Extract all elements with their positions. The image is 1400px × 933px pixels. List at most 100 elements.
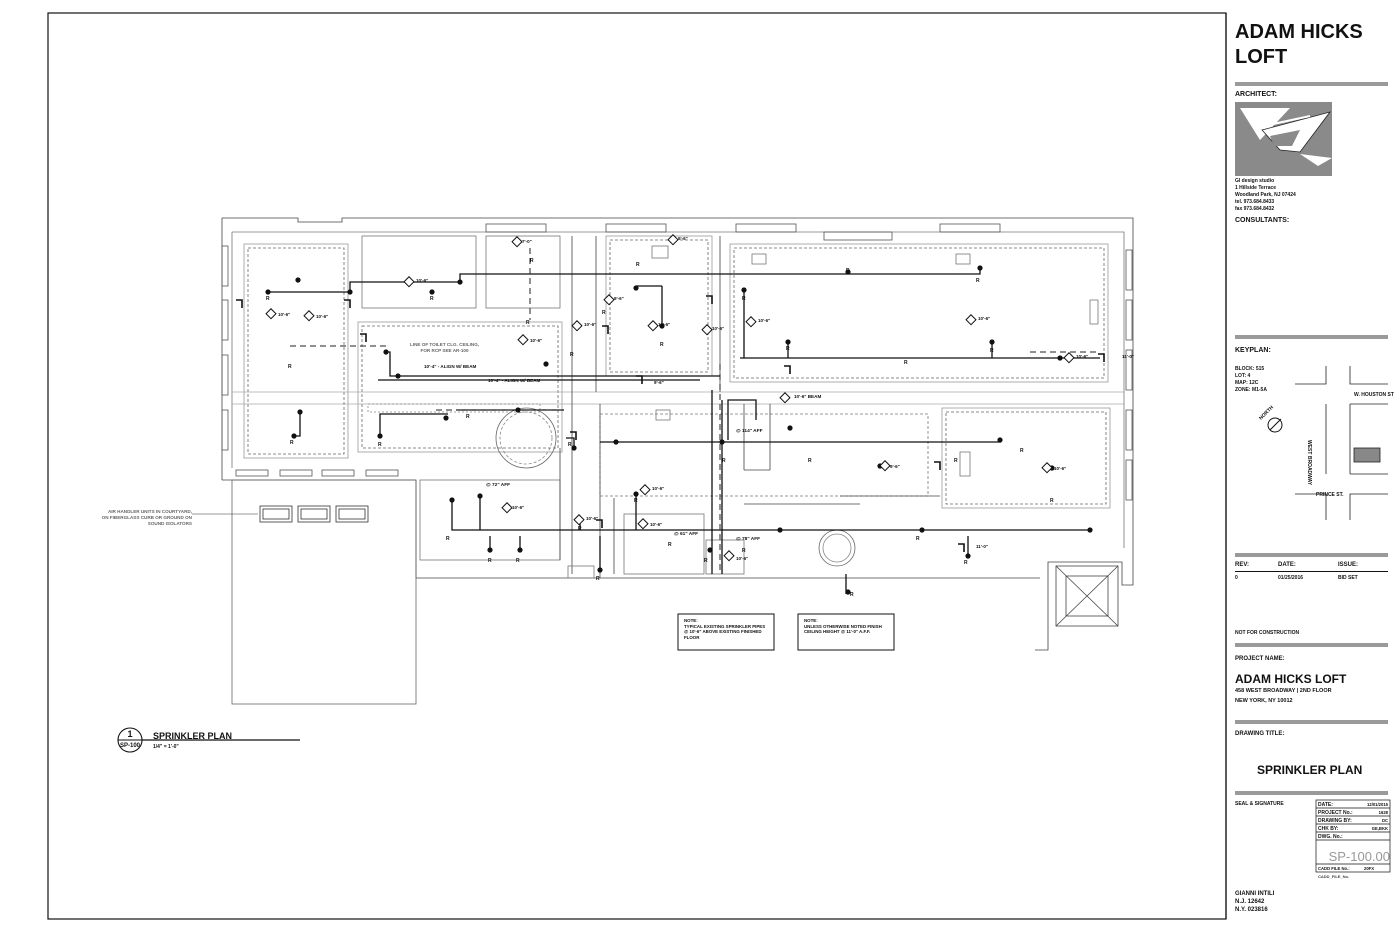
not-for-construction: NOT FOR CONSTRUCTION: [1235, 630, 1300, 636]
svg-text:R: R: [290, 440, 294, 446]
note-1-head: NOTE:: [684, 618, 698, 623]
keyplan-block: BLOCK: 515: [1235, 366, 1265, 372]
info-dwg-label: DWG. No.:: [1318, 834, 1343, 840]
svg-text:10'-6": 10'-6": [650, 522, 662, 527]
note-1-line1: TYPICAL EXISTING SPRINKLER PIPES: [684, 623, 766, 629]
svg-text:R: R: [916, 536, 920, 542]
svg-text:10'-6": 10'-6": [512, 505, 524, 510]
issue-header: ISSUE:: [1338, 562, 1359, 568]
info-drawn-value: DC: [1381, 818, 1388, 823]
svg-text:10'-6": 10'-6": [652, 486, 664, 491]
issue-value: BID SET: [1338, 575, 1358, 581]
floor-plan: [221, 217, 1134, 705]
svg-text:R: R: [954, 458, 958, 464]
sprinkler-branches: [290, 248, 1100, 574]
keyplan-label: KEYPLAN:: [1235, 347, 1271, 354]
architect-logo: [1235, 102, 1332, 176]
note-2-line1: UNLESS OTHERWISE NOTED FINISH: [804, 623, 882, 629]
svg-text:R: R: [990, 348, 994, 354]
consultants-label: CONSULTANTS:: [1235, 217, 1290, 224]
drawing-title: SPRINKLER PLAN: [1257, 763, 1363, 777]
svg-text:R: R: [288, 364, 292, 370]
svg-text:R: R: [704, 558, 708, 564]
keyplan-map: [1267, 366, 1388, 520]
view-sheet-ref: SP-100: [119, 743, 140, 749]
svg-text:10'-6": 10'-6": [416, 278, 428, 283]
svg-text:R: R: [578, 526, 582, 532]
svg-text:R: R: [466, 414, 470, 420]
ceiling-tag-diamonds: [265, 234, 1075, 562]
seal-label: SEAL & SIGNATURE: [1235, 801, 1284, 807]
height-label-61: @ 61" AFF: [674, 532, 699, 537]
svg-text:R: R: [430, 296, 434, 302]
toilet-note-line2: FOR RCP SEE AR-100: [420, 348, 469, 353]
svg-text:R: R: [570, 352, 574, 358]
keyplan-street-top: W. HOUSTON ST: [1354, 392, 1394, 398]
svg-text:10'-6": 10'-6": [584, 322, 596, 327]
align-beam-label-2: 10'-4" - ALIGN W/ BEAM: [488, 378, 541, 383]
view-scale: 1/4" = 1'-0": [153, 744, 179, 750]
keyplan-info: BLOCK: 515 LOT: 4 MAP: 12C ZONE: M1-5A: [1235, 366, 1267, 394]
svg-text:7'-0": 7'-0": [522, 239, 532, 244]
svg-text:R: R: [742, 296, 746, 302]
info-cadd-file: CADD_FILE_No.: [1318, 874, 1350, 879]
air-handler-note-line2: ON FIBERGLASS CURB OR GROUND ON: [101, 515, 192, 520]
info-cadd-label: CADD FILE No.:: [1318, 866, 1350, 871]
note-1-line2: @ 10'-6" ABOVE EXISTING FINISHED: [684, 629, 762, 635]
project-address1: 458 WEST BROADWAY | 2ND FLOOR: [1235, 688, 1332, 694]
svg-text:10'-6": 10'-6": [316, 314, 328, 319]
rev-header: REV:: [1235, 562, 1250, 568]
rev-table-rule: [1235, 571, 1388, 572]
signer-ny-license: N.Y. 023816: [1235, 907, 1268, 913]
note-1: NOTE: TYPICAL EXISTING SPRINKLER PIPES @…: [684, 618, 772, 640]
separator: [1235, 82, 1388, 86]
svg-text:10'-6": 10'-6": [736, 556, 748, 561]
svg-text:R: R: [976, 278, 980, 284]
info-values: 12/01/2015 1628 DC GE,BKK: [1350, 801, 1388, 833]
note-2-head: NOTE:: [804, 618, 818, 623]
svg-text:9'-6": 9'-6": [678, 236, 688, 241]
project-title-line1: ADAM HICKS: [1235, 21, 1363, 43]
svg-text:10'-6": 10'-6": [758, 318, 770, 323]
info-date-label: DATE:: [1318, 802, 1333, 808]
keyplan-lot: LOT: 4: [1235, 373, 1251, 379]
keyplan-site: [1353, 447, 1381, 463]
svg-text:10'-6": 10'-6": [978, 316, 990, 321]
beam-label: 10'-6" BEAM: [794, 394, 822, 399]
svg-text:10'-6": 10'-6": [1076, 354, 1088, 359]
info-chk-label: CHK BY:: [1318, 826, 1339, 832]
architect-info: GI design studio 1 Hillside Terrace Wood…: [1235, 178, 1296, 213]
svg-text:R: R: [596, 576, 600, 582]
info-labels: DATE: PROJECT No.: DRAWING BY: CHK BY: D…: [1318, 801, 1353, 841]
air-handler-note: AIR HANDLER UNITS IN COURTYARD, ON FIBER…: [86, 509, 192, 527]
svg-text:R: R: [964, 560, 968, 566]
toilet-note-line1: LINE OF TOILET CLG. CEILING,: [410, 342, 480, 347]
air-handler-note-line3: SOUND ISOLATORS: [147, 521, 192, 526]
svg-text:10'-6": 10'-6": [1054, 466, 1066, 471]
svg-text:R: R: [636, 262, 640, 268]
project-address2: NEW YORK, NY 10012: [1235, 698, 1293, 704]
signer-block: GIANNI INTILI N.J. 12642 N.Y. 023816: [1235, 890, 1274, 914]
architect-label: ARCHITECT:: [1235, 91, 1277, 98]
svg-text:R: R: [516, 558, 520, 564]
separator: [1235, 720, 1388, 724]
svg-text:R: R: [668, 542, 672, 548]
svg-text:R: R: [1020, 448, 1024, 454]
svg-text:11'-0": 11'-0": [976, 544, 988, 549]
project-title: ADAM HICKS LOFT: [1235, 20, 1363, 70]
project-title-line2: LOFT: [1235, 46, 1288, 68]
note-1-line3: FLOOR: [684, 634, 700, 640]
drawing-title-label: DRAWING TITLE:: [1235, 731, 1285, 737]
info-chk-value: GE,BKK: [1371, 826, 1388, 831]
keyplan-street-bottom: PRINCE ST.: [1316, 492, 1344, 498]
svg-text:R: R: [530, 258, 534, 264]
architect-address1: 1 Hillside Terrace: [1235, 185, 1277, 191]
signer-nj-license: N.J. 12642: [1235, 899, 1265, 905]
height-label-114: @ 114" AFF: [736, 429, 763, 434]
svg-text:9'-6": 9'-6": [654, 380, 664, 385]
svg-text:R: R: [634, 498, 638, 504]
keyplan-street-side: WEST BROADWAY: [1306, 440, 1312, 486]
info-date-value: 12/01/2015: [1367, 802, 1388, 807]
